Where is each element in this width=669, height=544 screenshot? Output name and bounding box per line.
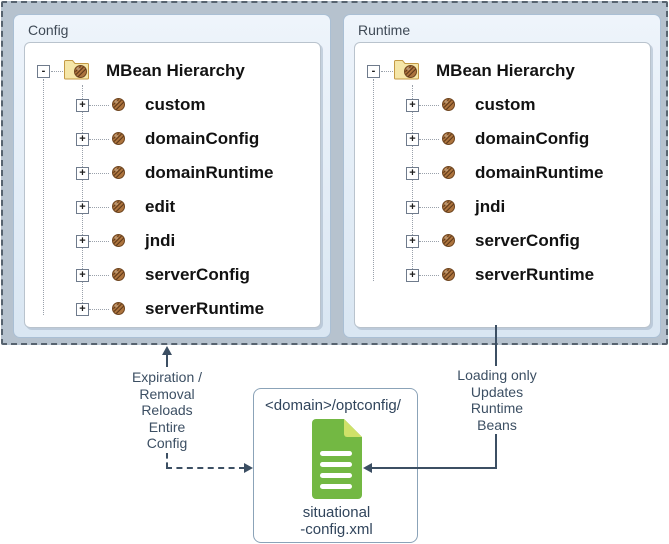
optconfig-path-label: <domain>/optconfig/ bbox=[265, 397, 401, 414]
tree-node-label[interactable]: domainRuntime bbox=[145, 163, 274, 182]
bean-icon bbox=[441, 199, 456, 219]
bean-icon bbox=[441, 233, 456, 253]
mbean-hierarchies-container: Config - MBean Hierarchy + custom + domainCon… bbox=[1, 1, 668, 345]
bean-icon bbox=[441, 165, 456, 185]
expand-toggle[interactable]: + bbox=[76, 167, 89, 180]
expand-toggle[interactable]: + bbox=[406, 167, 419, 180]
runtime-panel: Runtime - MBean Hierarchy + custom + domainCo… bbox=[343, 14, 661, 338]
tree-node-label[interactable]: custom bbox=[145, 95, 206, 114]
xml-document-icon bbox=[307, 417, 365, 506]
config-tree: - MBean Hierarchy + custom + domainConfig + dom… bbox=[24, 42, 321, 328]
expand-toggle[interactable]: + bbox=[76, 269, 89, 282]
tree-node-label[interactable]: domainConfig bbox=[145, 129, 260, 148]
bean-icon bbox=[441, 131, 456, 151]
tree-connector-icon bbox=[89, 275, 109, 276]
bean-icon bbox=[111, 165, 126, 185]
bean-icon bbox=[111, 301, 126, 321]
tree-connector-icon bbox=[419, 275, 439, 276]
bean-icon bbox=[111, 267, 126, 287]
tree-node-label[interactable]: edit bbox=[145, 197, 176, 216]
tree-connector-icon bbox=[419, 207, 439, 208]
bean-icon bbox=[111, 131, 126, 151]
bean-icon bbox=[441, 97, 456, 117]
config-panel: Config - MBean Hierarchy + custom + domainCon… bbox=[13, 14, 331, 338]
tree-connector-icon bbox=[89, 139, 109, 140]
tree-connector-icon bbox=[89, 241, 109, 242]
tree-connector-icon bbox=[419, 105, 439, 106]
tree-node-label[interactable]: custom bbox=[475, 95, 536, 114]
collapse-toggle[interactable]: - bbox=[367, 65, 380, 78]
tree-node-label[interactable]: domainRuntime bbox=[475, 163, 604, 182]
tree-root-vline-icon bbox=[43, 79, 44, 315]
tree-node-label[interactable]: jndi bbox=[475, 197, 506, 216]
tree-connector-icon bbox=[89, 309, 109, 310]
loading-note: Loading only Updates Runtime Beans bbox=[457, 367, 537, 433]
expand-toggle[interactable]: + bbox=[406, 269, 419, 282]
tree-node-label[interactable]: serverRuntime bbox=[145, 299, 265, 318]
solid-line-icon bbox=[495, 434, 497, 468]
situational-config-file-box: <domain>/optconfig/ situational -config.… bbox=[253, 388, 418, 543]
expand-toggle[interactable]: + bbox=[76, 201, 89, 214]
tree-sibling-vline-icon bbox=[82, 85, 83, 309]
collapse-toggle[interactable]: - bbox=[37, 65, 50, 78]
arrow-right-to-filebox-icon bbox=[244, 463, 253, 473]
expand-toggle[interactable]: + bbox=[406, 201, 419, 214]
bean-icon bbox=[441, 267, 456, 287]
tree-node-label[interactable]: serverConfig bbox=[145, 265, 250, 284]
runtime-panel-title: Runtime bbox=[358, 22, 411, 38]
arrow-up-to-config-icon bbox=[162, 346, 172, 355]
tree-connector-icon bbox=[381, 71, 393, 72]
tree-node-label[interactable]: domainConfig bbox=[475, 129, 590, 148]
tree-connector-icon bbox=[419, 173, 439, 174]
tree-connector-icon bbox=[89, 173, 109, 174]
expand-toggle[interactable]: + bbox=[406, 133, 419, 146]
tree-node-label[interactable]: serverConfig bbox=[475, 231, 580, 250]
dashed-line-icon bbox=[166, 467, 245, 469]
expiration-note: Expiration / Removal Reloads Entire Conf… bbox=[131, 369, 203, 451]
dashed-line-icon bbox=[166, 355, 168, 367]
tree-connector-icon bbox=[89, 207, 109, 208]
folder-with-bean-icon bbox=[393, 58, 420, 86]
expand-toggle[interactable]: + bbox=[76, 303, 89, 316]
file-name-label: situational -config.xml bbox=[300, 504, 373, 538]
tree-connector-icon bbox=[419, 241, 439, 242]
dashed-line-icon bbox=[166, 453, 168, 468]
tree-connector-icon bbox=[419, 139, 439, 140]
expand-toggle[interactable]: + bbox=[76, 133, 89, 146]
bean-icon bbox=[111, 199, 126, 219]
config-panel-title: Config bbox=[28, 22, 69, 38]
tree-connector-icon bbox=[51, 71, 63, 72]
runtime-tree: - MBean Hierarchy + custom + domainConfig + dom… bbox=[354, 42, 651, 328]
expand-toggle[interactable]: + bbox=[76, 99, 89, 112]
tree-node-label[interactable]: MBean Hierarchy bbox=[436, 61, 575, 80]
tree-node-label[interactable]: jndi bbox=[145, 231, 176, 250]
tree-sibling-vline-icon bbox=[412, 85, 413, 275]
tree-node-label[interactable]: MBean Hierarchy bbox=[106, 61, 245, 80]
tree-root-vline-icon bbox=[373, 79, 374, 281]
bean-icon bbox=[111, 233, 126, 253]
expand-toggle[interactable]: + bbox=[406, 99, 419, 112]
expand-toggle[interactable]: + bbox=[76, 235, 89, 248]
expand-toggle[interactable]: + bbox=[406, 235, 419, 248]
folder-with-bean-icon bbox=[63, 58, 90, 86]
tree-node-label[interactable]: serverRuntime bbox=[475, 265, 595, 284]
tree-connector-icon bbox=[89, 105, 109, 106]
bean-icon bbox=[111, 97, 126, 117]
